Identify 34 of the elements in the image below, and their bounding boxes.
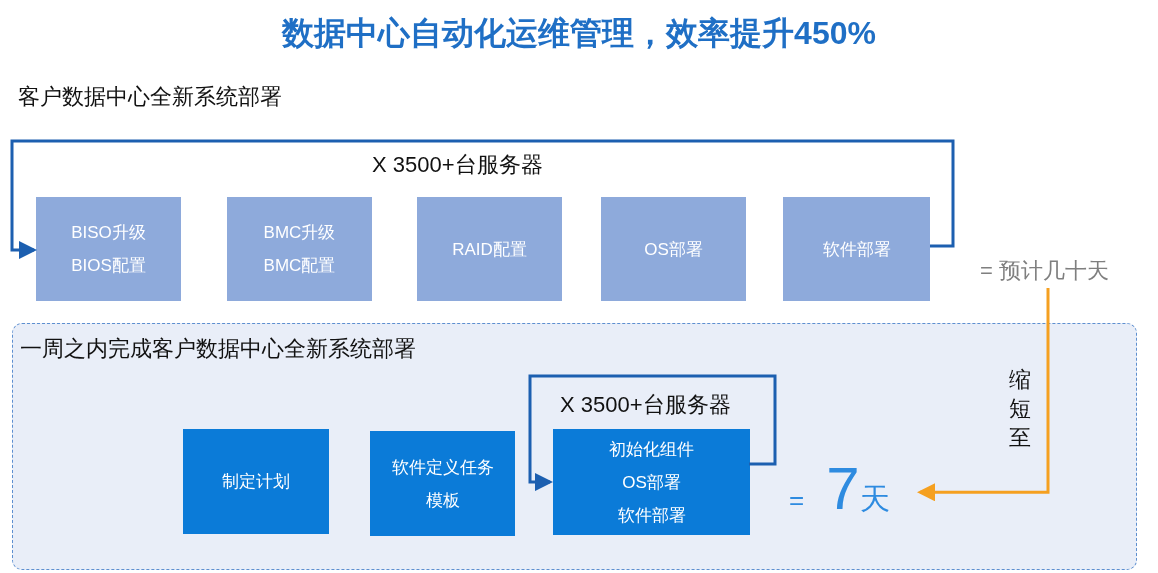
edge-label: X 3500+台服务器 [560, 391, 731, 419]
process-box [601, 197, 746, 301]
process-box [370, 431, 515, 536]
box-text: BISO升级 [71, 222, 146, 244]
process-box [36, 197, 181, 301]
box-text: 初始化组件 [609, 438, 694, 461]
process-box [417, 197, 562, 301]
box-text: 软件定义任务模板 [390, 456, 495, 512]
box-text: BIOS配置 [71, 255, 146, 277]
equals-sign: = [789, 487, 805, 513]
box-text: BMC升级 [263, 222, 336, 244]
process-box [183, 429, 329, 534]
result-number: 7 [826, 459, 860, 519]
estimate-text: = 预计几十天 [980, 254, 1140, 288]
box-text: OS部署 [622, 471, 681, 494]
box-text: OS部署 [644, 238, 703, 261]
box-text: 制定计划 [222, 471, 290, 493]
arrow [917, 288, 1050, 502]
edge-label: X 3500+台服务器 [372, 151, 543, 179]
process-box [553, 429, 750, 535]
box-text: 软件部署 [617, 504, 686, 527]
title: 数据中心自动化运维管理，效率提升450% [280, 14, 877, 53]
section-heading: 客户数据中心全新系统部署 [18, 83, 282, 111]
box-text: BMC配置 [263, 255, 336, 277]
edge-label: 缩短至 [1008, 366, 1032, 452]
box-text: RAID配置 [452, 238, 527, 261]
process-box [783, 197, 930, 301]
dashed-panel [12, 323, 1137, 570]
result-unit: 天 [859, 484, 890, 514]
box-text: 软件部署 [822, 238, 891, 261]
loop-arrow [528, 374, 777, 492]
process-box [227, 197, 372, 301]
panel-heading: 一周之内完成客户数据中心全新系统部署 [20, 335, 416, 363]
loop-arrow [10, 139, 955, 260]
